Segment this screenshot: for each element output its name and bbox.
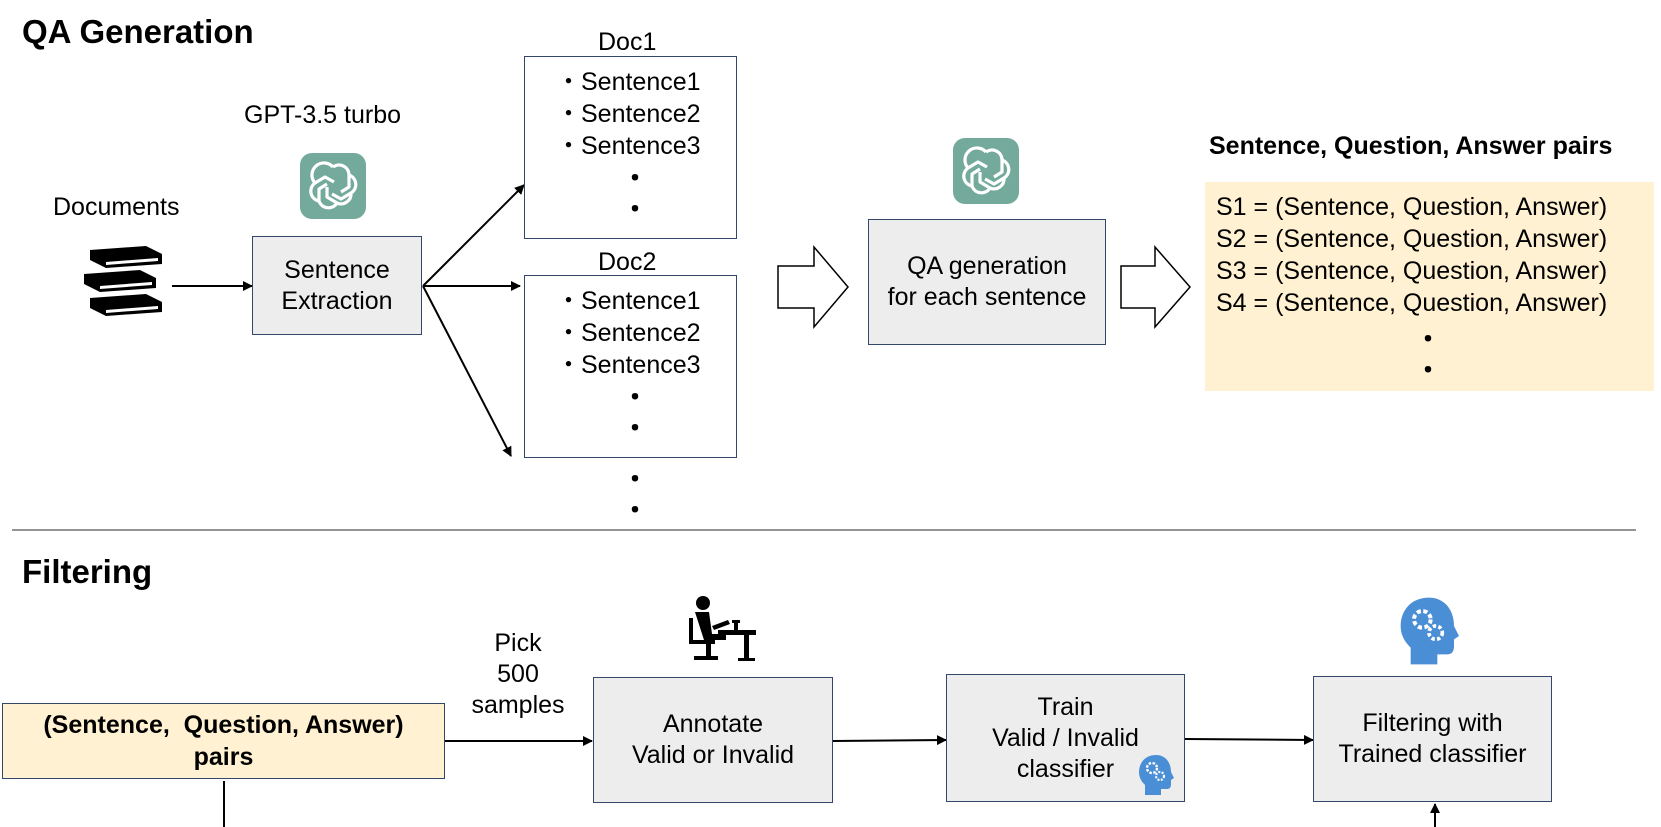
doc1-title: Doc1 [598,28,657,56]
input-line-2: pairs [193,743,254,771]
doc1-box [524,56,737,239]
head-gears-icon [1397,596,1461,666]
annotate-line-1: Annotate [662,710,764,738]
model-label: GPT-3.5 turbo [244,101,402,129]
doc1-ellipsis-1: ・ [622,163,649,193]
pairs-highlight-box [1205,182,1654,391]
arrow-extraction-to-more-docs [422,285,512,457]
filter-line-2: Trained classifier [1338,740,1527,768]
doc2-box [524,275,737,458]
generation-line-2: for each sentence [887,283,1087,311]
openai-logo-icon [953,138,1019,204]
train-line-3: classifier [1016,754,1115,783]
section-title-filtering: Filtering [22,553,153,590]
train-line-1: Train [1037,692,1094,721]
extraction-line-1: Sentence [284,255,390,284]
annotate-line-2: Valid or Invalid [631,741,795,769]
pair-s4: S4 = (Sentence, Question, Answer) [1216,289,1608,317]
pair-s2: S2 = (Sentence, Question, Answer) [1216,225,1608,253]
pairs-ellipsis-2: ・ [1415,355,1442,385]
head-gears-icon [1137,754,1175,796]
more-docs-ellipsis-2: ・ [622,495,649,525]
input-line-1: (Sentence, Question, Answer) [43,711,404,739]
pick-label-line-3: samples [471,691,565,719]
pairs-ellipsis-1: ・ [1415,324,1442,354]
filter-line-1: Filtering with [1362,709,1503,737]
section-title-qa-generation: QA Generation [22,13,254,50]
doc1-sentence-1: ・Sentence1 [556,68,701,96]
pairs-title: Sentence, Question, Answer pairs [1209,132,1613,160]
arrow-annotate-to-train [832,735,947,746]
documents-label: Documents [53,193,180,221]
qa-pairs-input-box: (Sentence, Question, Answer) pairs [2,703,445,779]
pick-label-line-1: Pick [494,629,542,657]
block-arrow-generation-to-pairs [1120,245,1191,329]
arrow-train-to-filter [1184,734,1314,745]
more-docs-ellipsis-1: ・ [622,464,649,494]
doc2-ellipsis-2: ・ [622,413,649,443]
doc1-sentence-3: ・Sentence3 [556,132,701,160]
doc2-sentence-2: ・Sentence2 [556,319,701,347]
train-line-2: Valid / Invalid [992,723,1139,752]
doc2-sentence-3: ・Sentence3 [556,351,701,379]
extraction-line-2: Extraction [281,286,393,315]
doc1-ellipsis-2: ・ [622,194,649,224]
books-icon [76,244,166,329]
pick-label-line-2: 500 [497,660,539,688]
arrow-extraction-to-doc1 [422,184,525,287]
person-at-desk-icon [686,596,758,662]
qa-generation-box: QA generation for each sentence [868,219,1106,345]
openai-logo-icon [300,153,366,219]
doc2-ellipsis-1: ・ [622,382,649,412]
doc2-sentence-1: ・Sentence1 [556,287,701,315]
doc1-sentence-2: ・Sentence2 [556,100,701,128]
generation-line-1: QA generation [907,252,1067,280]
arrow-pairs-to-filter-bypass [223,781,1440,827]
pair-s1: S1 = (Sentence, Question, Answer) [1216,193,1608,221]
pick-samples-label: Pick 500 samples [466,628,570,721]
pair-s3: S3 = (Sentence, Question, Answer) [1216,257,1608,285]
block-arrow-docs-to-generation [777,244,849,330]
doc2-title: Doc2 [598,248,657,276]
